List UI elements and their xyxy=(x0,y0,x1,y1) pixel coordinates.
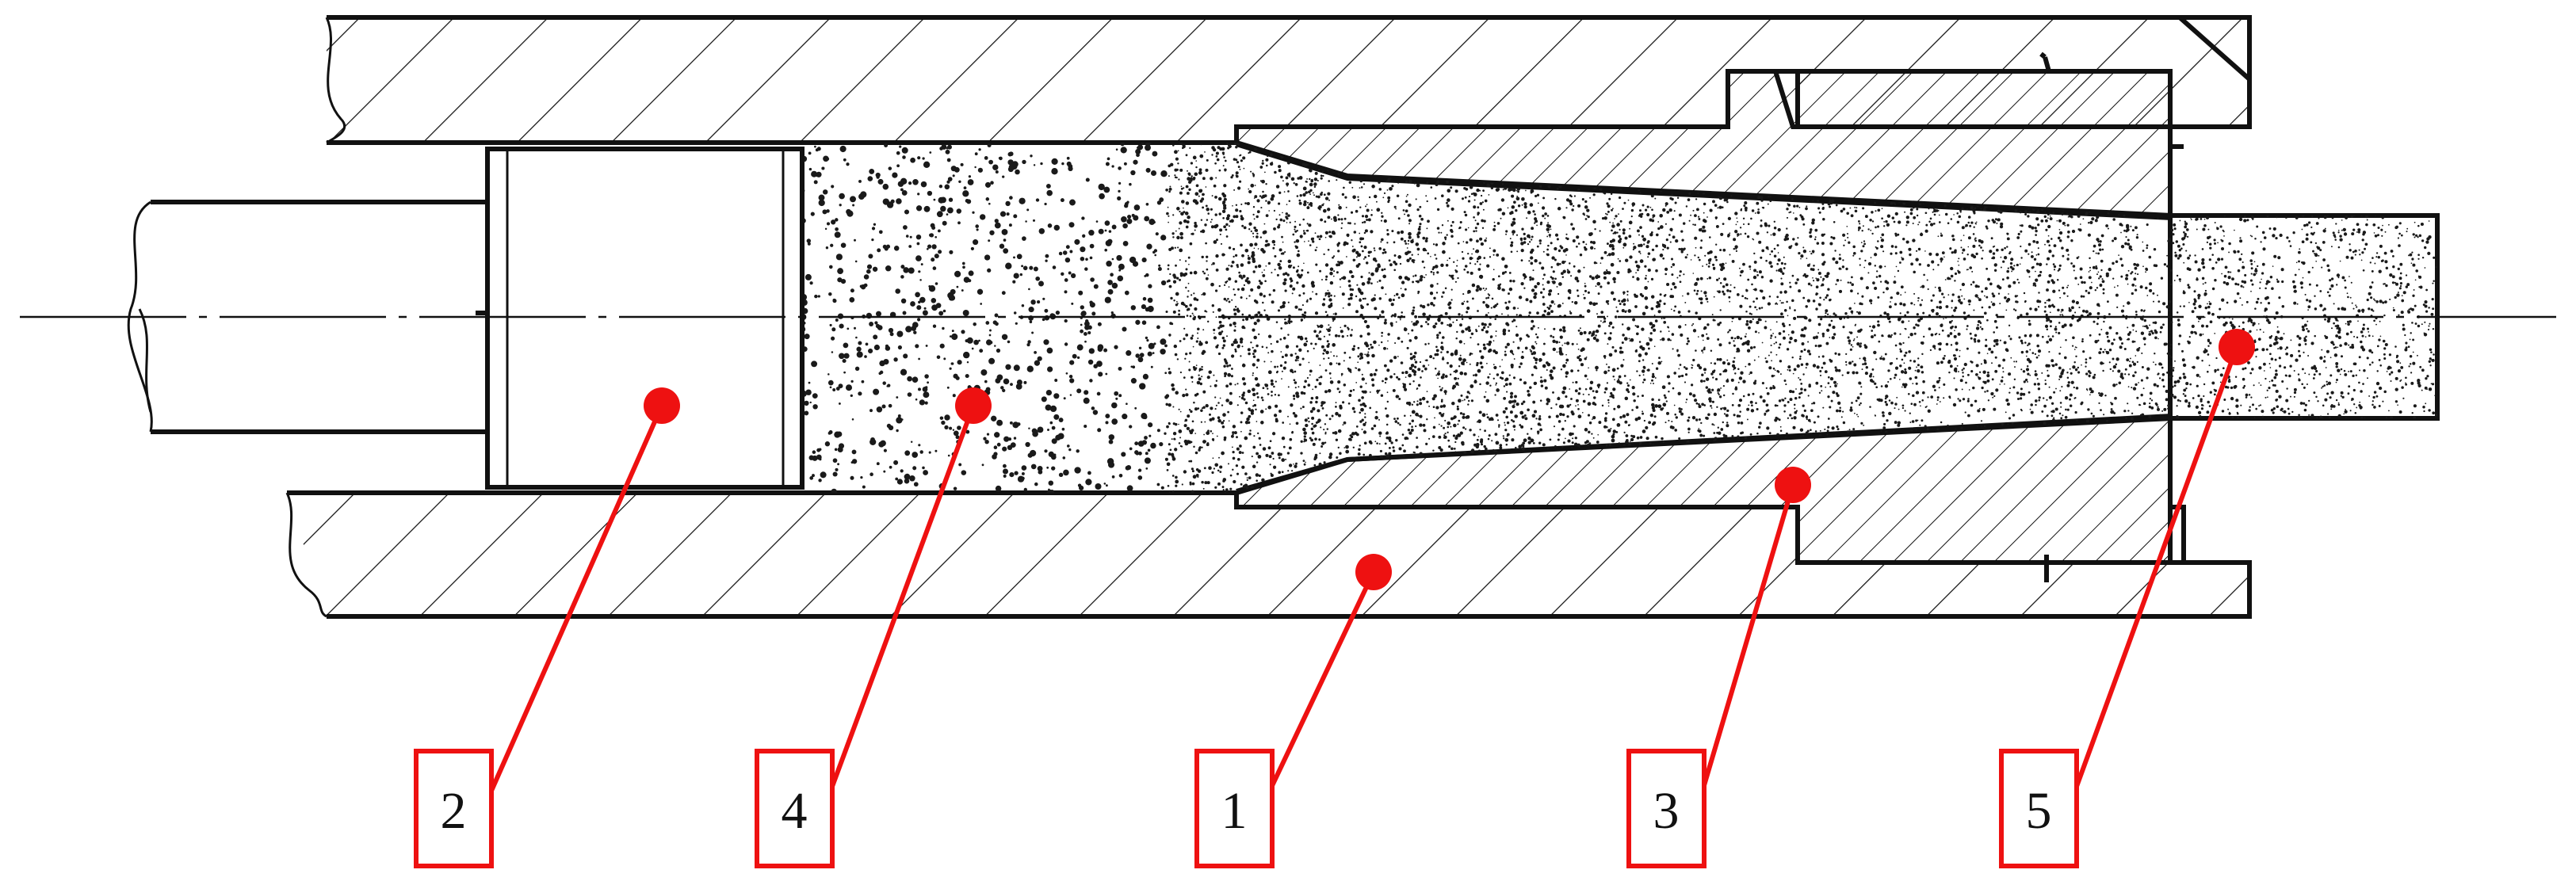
callout-4: 4 xyxy=(755,387,992,868)
callout-2-label: 2 xyxy=(441,782,467,840)
ram-punch xyxy=(127,147,805,490)
callout-5-marker xyxy=(2219,329,2255,365)
callout-5: 5 xyxy=(1999,329,2255,868)
callout-3: 3 xyxy=(1626,467,1811,868)
callout-3-label: 3 xyxy=(1653,782,1680,840)
callout-2-marker xyxy=(644,387,680,424)
billet-and-extrudate xyxy=(802,140,2440,495)
callout-5-label: 5 xyxy=(2026,782,2052,840)
callout-4-label: 4 xyxy=(782,782,808,840)
die xyxy=(1236,51,2186,582)
callout-3-marker xyxy=(1775,467,1811,503)
powder-particles xyxy=(802,143,2437,493)
callout-1-marker xyxy=(1355,554,1392,590)
callout-4-marker xyxy=(955,387,992,424)
callout-1: 1 xyxy=(1194,554,1392,868)
callout-2: 2 xyxy=(414,387,680,868)
callout-1-label: 1 xyxy=(1221,782,1248,840)
